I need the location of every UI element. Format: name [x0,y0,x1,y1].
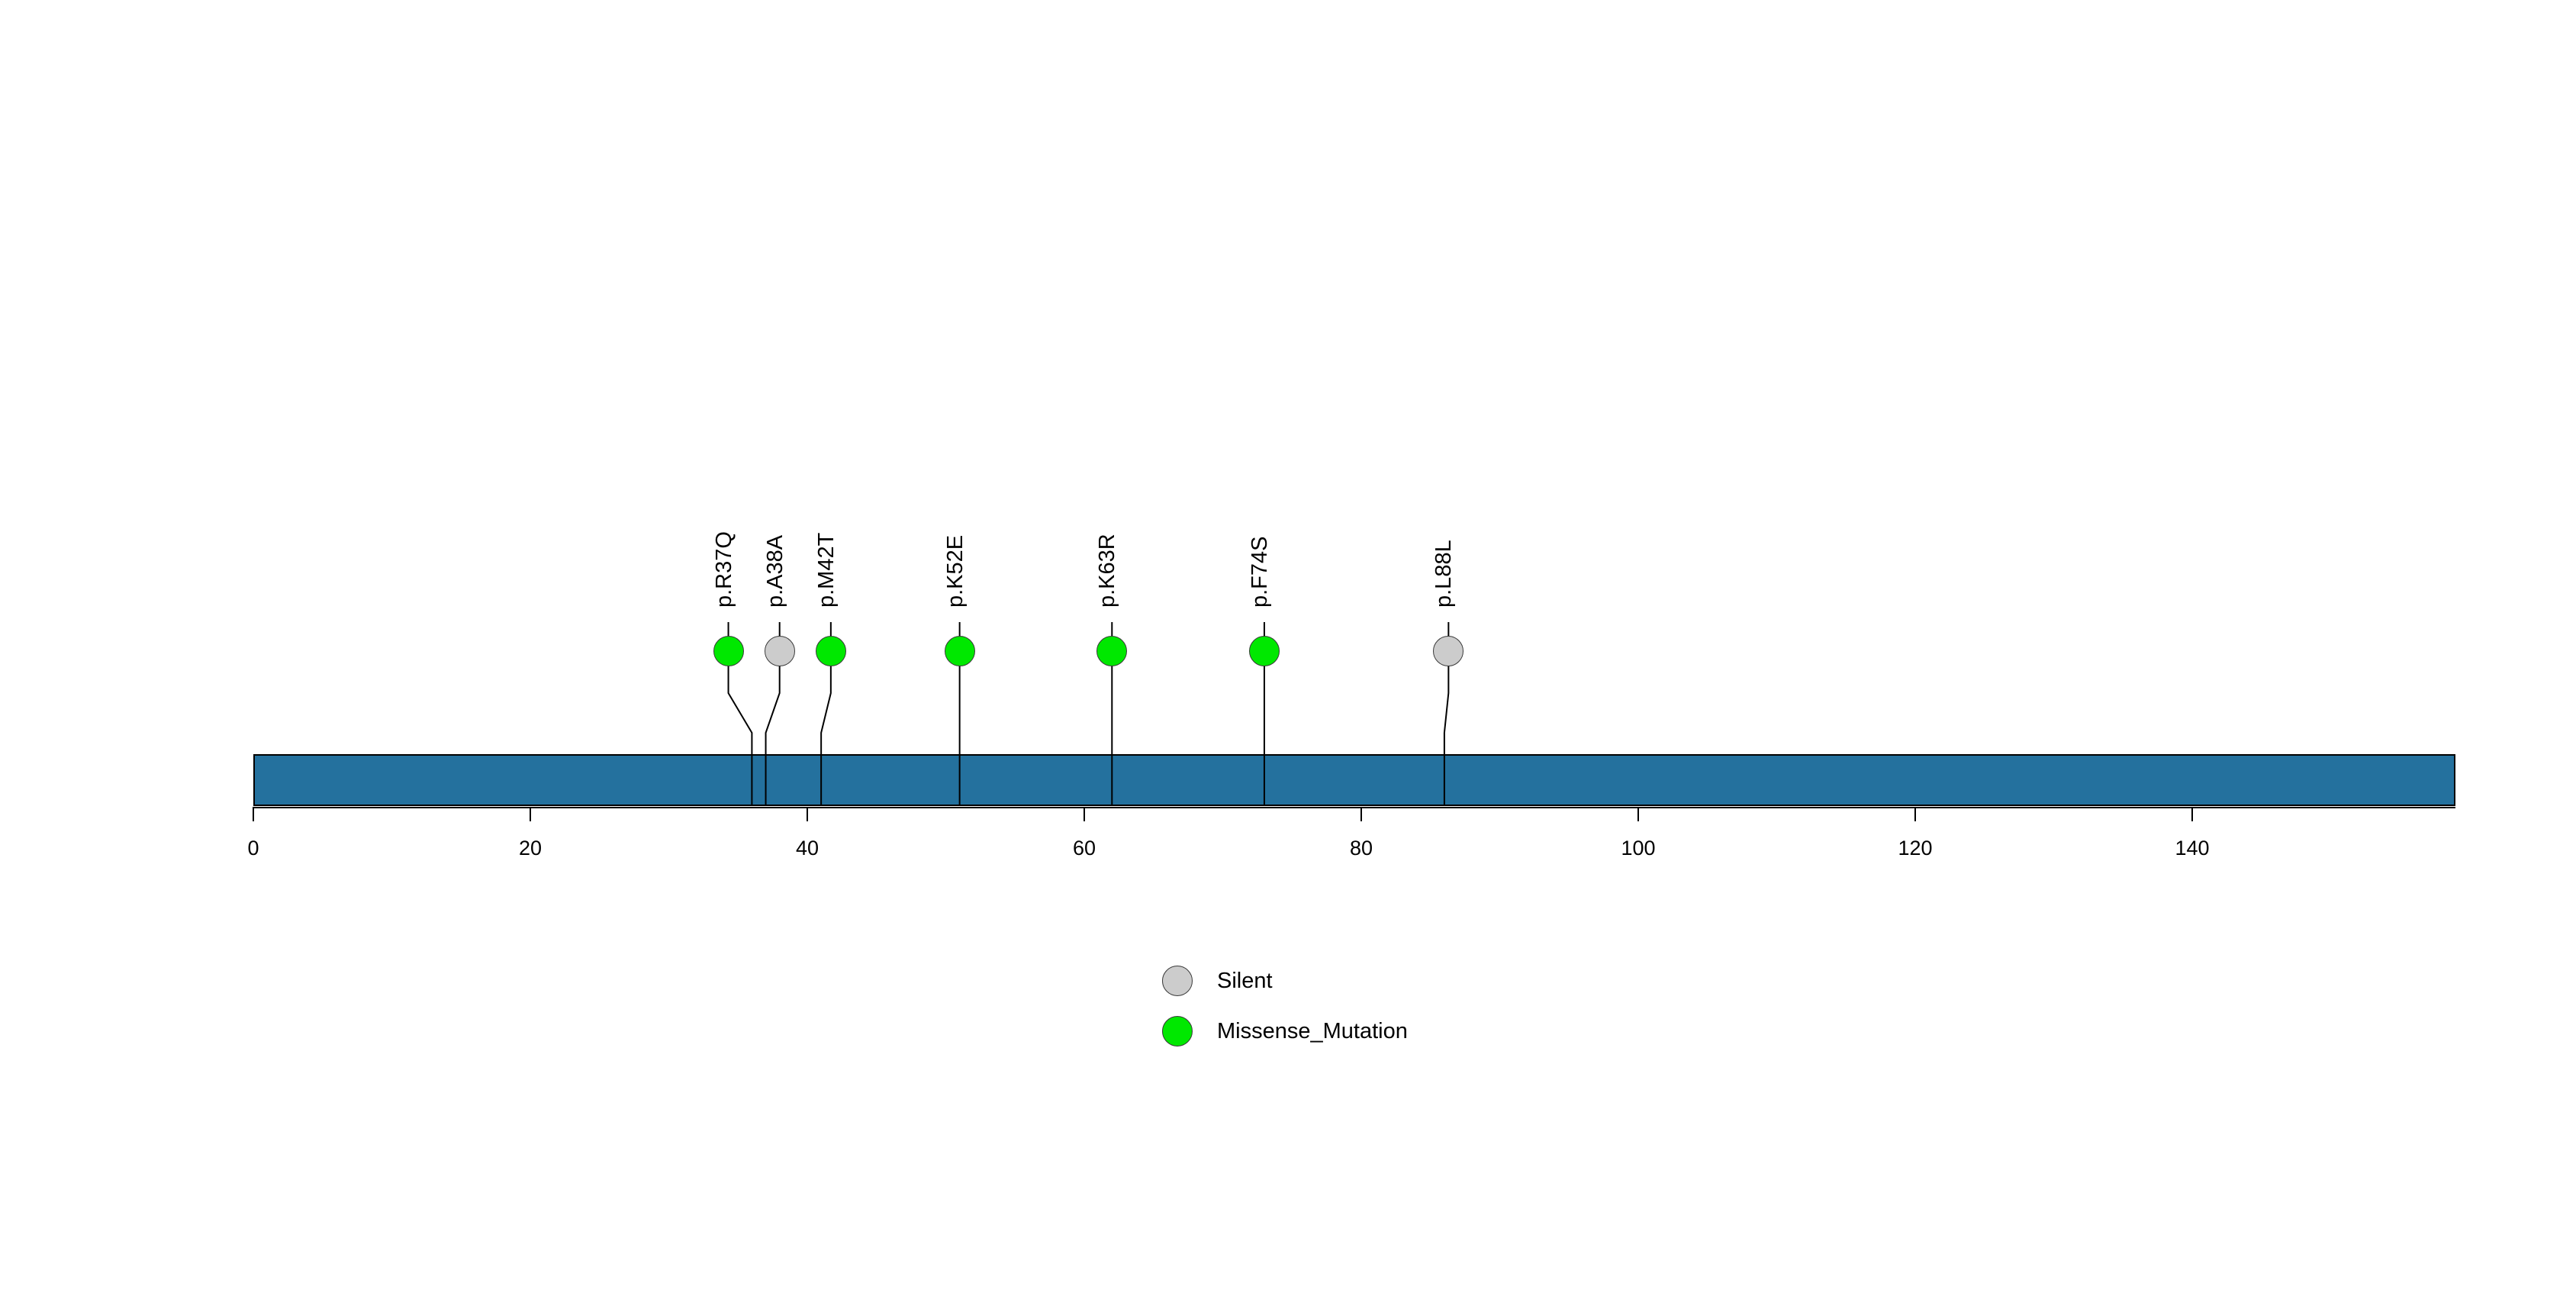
mutation-label: p.A38A [762,534,787,608]
x-axis-tick [530,807,531,821]
x-axis-tick-label: 140 [2175,837,2210,859]
lollipop-head[interactable] [713,636,744,666]
lollipop-head[interactable] [1248,636,1280,666]
legend-swatch-circle-icon [1162,966,1193,996]
lollipop-head[interactable] [1433,636,1464,666]
mutation-label: p.L88L [1431,540,1457,608]
legend-label: Missense_Mutation [1217,1018,1408,1043]
lollipop-head[interactable] [815,636,846,666]
x-axis-tick [1084,807,1085,821]
mutation-label: p.F74S [1247,536,1272,608]
x-axis-tick [253,807,254,821]
x-axis-tick-label: 0 [247,837,259,859]
lollipop-head[interactable] [1096,636,1128,666]
x-axis-tick [2191,807,2193,821]
legend-label: Silent [1217,968,1273,993]
x-axis-tick-label: 40 [795,837,819,859]
protein-domain-bar[interactable] [253,754,2455,806]
x-axis-tick [1914,807,1916,821]
mutation-label: p.K52E [942,534,968,608]
mutation-label: p.M42T [813,532,839,608]
x-axis-tick [807,807,808,821]
legend-swatch-circle-icon [1162,1016,1193,1047]
legend-item[interactable]: Silent [1162,966,1273,996]
legend-item[interactable]: Missense_Mutation [1162,1016,1408,1047]
mutation-label: p.K63R [1095,534,1120,608]
x-axis-tick-label: 20 [518,837,543,859]
x-axis-tick [1360,807,1362,821]
x-axis-tick [1637,807,1639,821]
x-axis-tick-label: 60 [1072,837,1096,859]
x-axis-tick-label: 100 [1621,837,1656,859]
lollipop-head[interactable] [944,636,975,666]
lollipop-head[interactable] [764,636,795,666]
x-axis-tick-label: 120 [1898,837,1933,859]
mutation-label: p.R37Q [711,531,736,608]
x-axis-tick-label: 80 [1349,837,1373,859]
x-axis-line [253,807,2455,808]
